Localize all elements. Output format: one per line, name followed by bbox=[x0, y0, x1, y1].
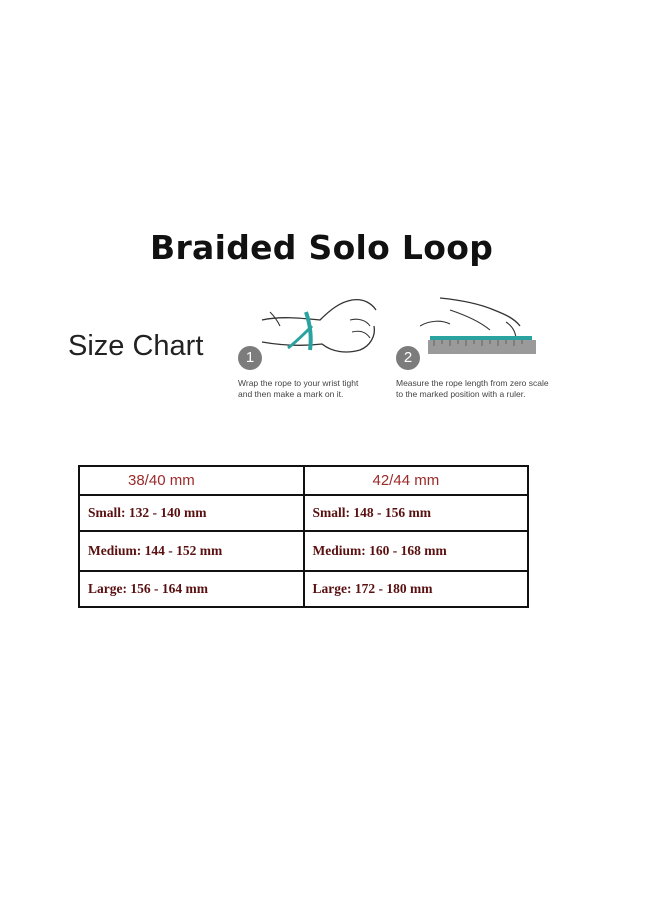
size-table: 38/40 mm 42/44 mm Small: 132 - 140 mm Sm… bbox=[78, 465, 529, 608]
table-header-row: 38/40 mm 42/44 mm bbox=[78, 465, 529, 496]
step-2-caption: Measure the rope length from zero scale … bbox=[396, 378, 549, 399]
step-2-badge: 2 bbox=[396, 346, 420, 370]
table-row: Large: 156 - 164 mm Large: 172 - 180 mm bbox=[78, 570, 529, 608]
table-cell: Large: 172 - 180 mm bbox=[302, 570, 529, 608]
step-1-caption: Wrap the rope to your wrist tight and th… bbox=[238, 378, 359, 399]
page-title: Braided Solo Loop bbox=[150, 228, 494, 267]
table-cell: Large: 156 - 164 mm bbox=[78, 570, 305, 608]
table-cell: Medium: 144 - 152 mm bbox=[78, 530, 305, 572]
ruler-measure-illustration bbox=[420, 297, 536, 354]
size-chart-heading: Size Chart bbox=[68, 330, 204, 362]
table-cell: Medium: 160 - 168 mm bbox=[302, 530, 529, 572]
column-header-38-40: 38/40 mm bbox=[78, 465, 305, 496]
step-1-badge: 1 bbox=[238, 346, 262, 370]
column-header-42-44: 42/44 mm bbox=[302, 465, 529, 496]
table-row: Medium: 144 - 152 mm Medium: 160 - 168 m… bbox=[78, 530, 529, 572]
table-cell: Small: 132 - 140 mm bbox=[78, 494, 305, 532]
table-row: Small: 132 - 140 mm Small: 148 - 156 mm bbox=[78, 494, 529, 532]
wrist-wrap-illustration bbox=[261, 298, 377, 353]
table-cell: Small: 148 - 156 mm bbox=[302, 494, 529, 532]
instruction-steps: 1 Wrap the rope to your wrist tight and … bbox=[230, 286, 570, 406]
